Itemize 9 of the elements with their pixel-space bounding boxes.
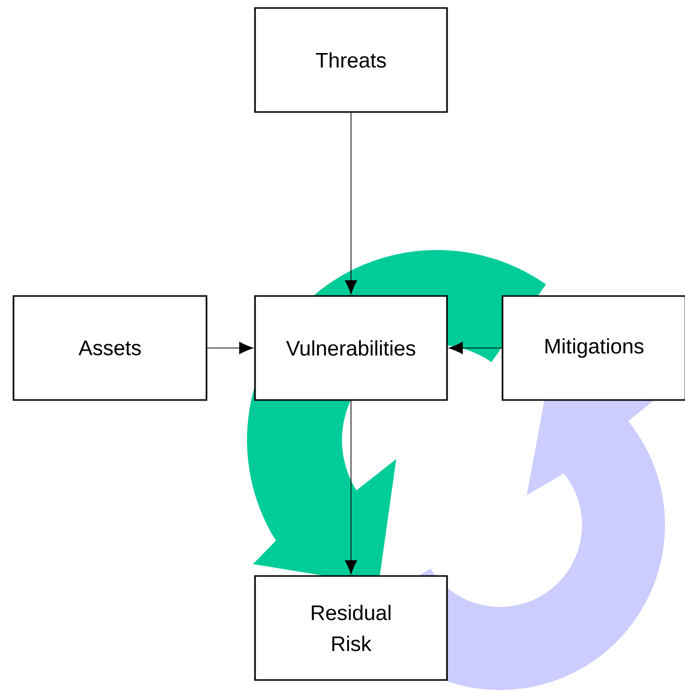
arrow <box>448 342 502 354</box>
arrow <box>344 400 358 574</box>
arrow <box>344 112 358 294</box>
process-box: Mitigations <box>502 295 685 401</box>
process-box: Assets <box>12 295 208 401</box>
process-box: Vulnerabilities <box>254 295 448 401</box>
process-box: Threats <box>254 7 448 113</box>
arrow <box>206 342 254 354</box>
process-box: Residual Risk <box>254 575 448 681</box>
